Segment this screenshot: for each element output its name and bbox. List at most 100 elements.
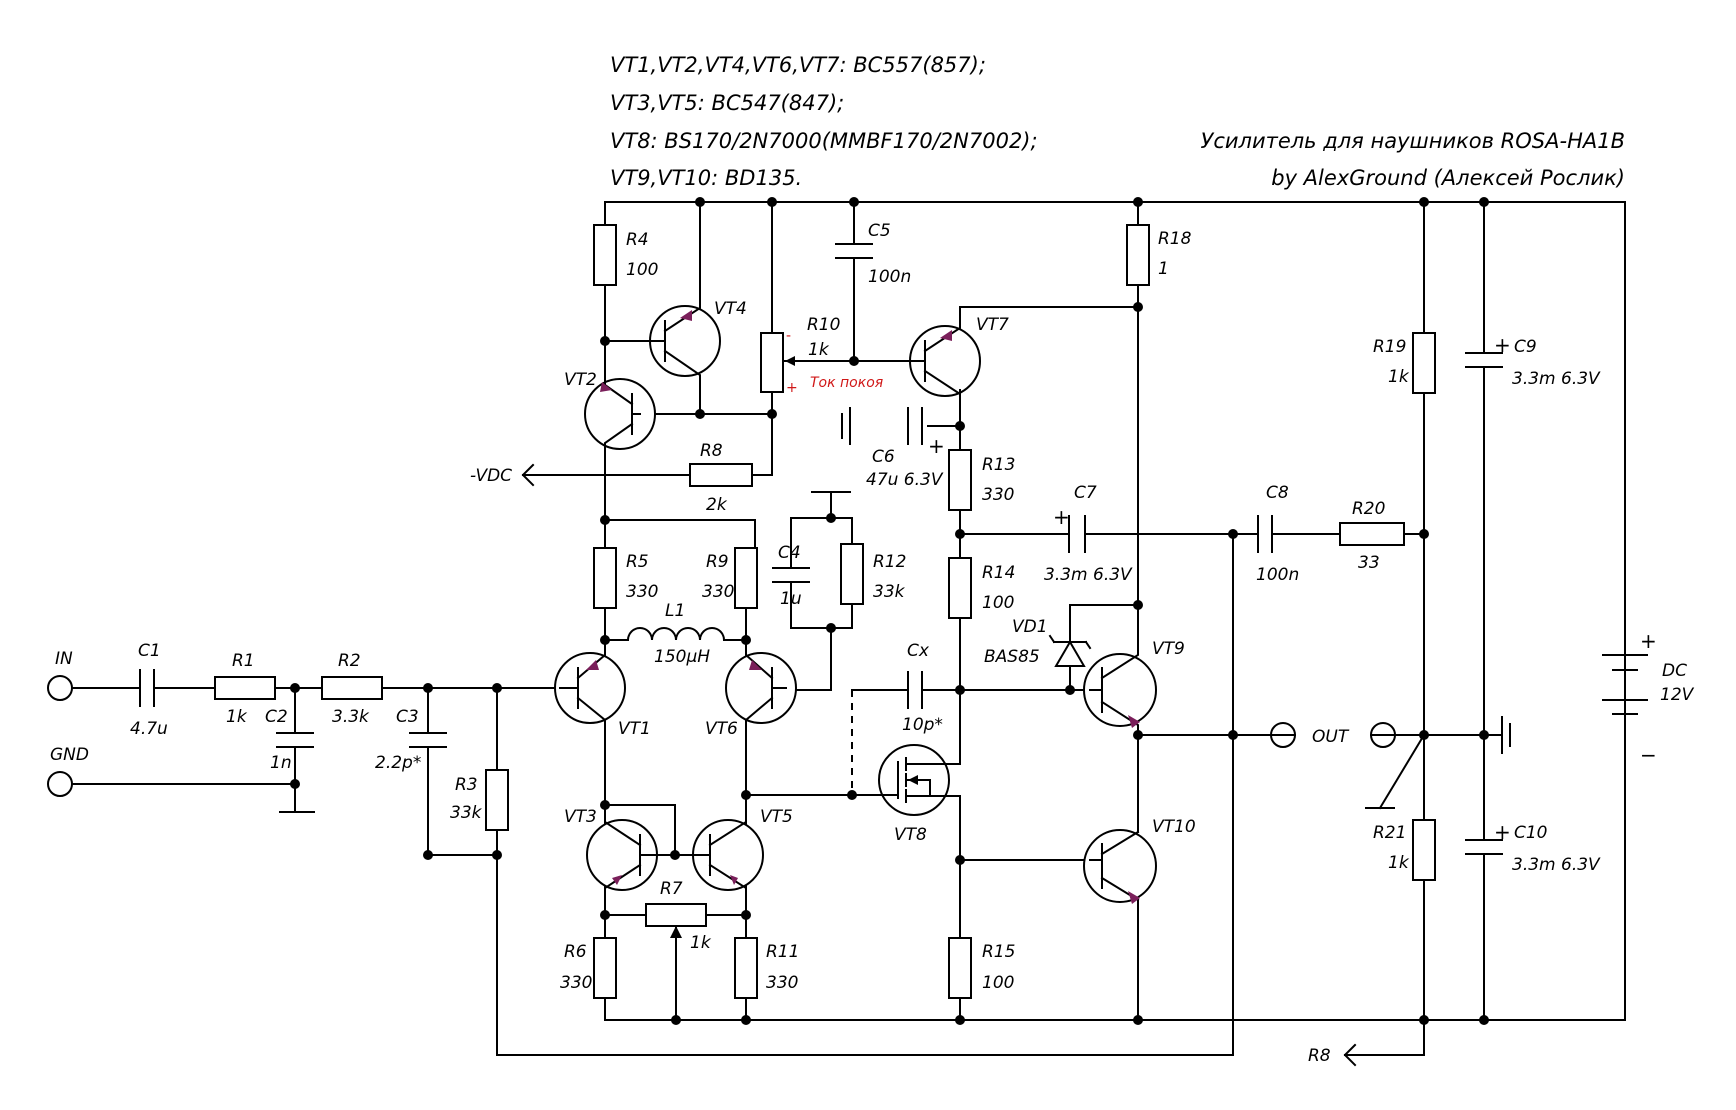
c9-value: 3.3m 6.3V xyxy=(1512,369,1601,389)
resistor-r3-body xyxy=(485,769,509,831)
c7-plus: + xyxy=(1053,505,1070,529)
r1-value: 1k xyxy=(226,707,248,727)
resistor-r21-body xyxy=(1412,819,1436,881)
component-labels: C1 4.7u R1 1k C2 1n R2 3.3k C3 2.2p* R3 … xyxy=(130,221,1601,993)
r3-name: R3 xyxy=(455,775,478,795)
schematic-author: by AlexGround (Алексей Рослик) xyxy=(1271,166,1625,190)
r3-value: 33k xyxy=(450,803,483,823)
resistor-r6-body xyxy=(593,937,617,999)
r8-name: R8 xyxy=(700,441,723,461)
transistor-vt3 xyxy=(586,804,676,916)
r4-name: R4 xyxy=(626,230,649,250)
r9-value: 330 xyxy=(702,582,734,602)
wires xyxy=(71,201,1626,1056)
transistor-vt1 xyxy=(554,639,626,736)
c6-name: C6 xyxy=(872,447,895,467)
r15-name: R15 xyxy=(982,942,1015,962)
port-out-label: OUT xyxy=(1312,727,1350,747)
c10-value: 3.3m 6.3V xyxy=(1512,855,1601,875)
vt10-name: VT10 xyxy=(1152,817,1196,837)
r5-value: 330 xyxy=(626,582,658,602)
cx-value: 10p* xyxy=(902,715,943,735)
resistor-r13-body xyxy=(948,449,972,511)
c8-value: 100n xyxy=(1256,565,1299,585)
cx-name: Cx xyxy=(907,641,930,661)
resistor-r4-body xyxy=(593,224,617,286)
c7-value: 3.3m 6.3V xyxy=(1044,565,1133,585)
transistor-vt4 xyxy=(631,301,721,381)
battery-dc-label: DC xyxy=(1662,661,1687,681)
junction-dots xyxy=(290,197,1489,1025)
r7-name: R7 xyxy=(660,879,683,899)
transistor-vt2 xyxy=(584,378,656,450)
transistor-vt9 xyxy=(1083,647,1157,731)
c8-name: C8 xyxy=(1266,483,1289,503)
battery-dc: + − xyxy=(1602,629,1657,767)
c6-ground-icon xyxy=(841,407,851,445)
c6-value: 47u 6.3V xyxy=(866,470,944,490)
r13-name: R13 xyxy=(982,455,1015,475)
port-in-terminal[interactable] xyxy=(47,675,73,701)
r21-name: R21 xyxy=(1373,823,1406,843)
inductor-l1 xyxy=(626,627,726,642)
c5-name: C5 xyxy=(868,221,891,241)
vd1-name: VD1 xyxy=(1012,617,1048,637)
vt4-name: VT4 xyxy=(714,299,747,319)
vt1-name: VT1 xyxy=(618,719,651,739)
r10-value: 1k xyxy=(808,340,830,360)
resistor-r12-body xyxy=(840,543,864,605)
r11-value: 330 xyxy=(766,973,798,993)
resistor-r9-body xyxy=(734,547,758,609)
c4-name: C4 xyxy=(778,543,801,563)
c1-value: 4.7u xyxy=(130,719,168,739)
r6-name: R6 xyxy=(564,942,587,962)
r14-name: R14 xyxy=(982,563,1015,583)
l1-value: 150μH xyxy=(654,647,710,667)
c9-plus: + xyxy=(1494,333,1511,357)
r18-value: 1 xyxy=(1158,259,1169,279)
r20-value: 33 xyxy=(1358,553,1380,573)
c7-name: C7 xyxy=(1074,483,1097,503)
resistor-r20-body xyxy=(1339,522,1405,546)
c2-value: 1n xyxy=(270,753,292,773)
c2-name: C2 xyxy=(265,707,288,727)
vt6-name: VT6 xyxy=(705,719,738,739)
port-gnd-terminal[interactable] xyxy=(47,771,73,797)
r10-note: Ток покоя xyxy=(810,375,883,391)
resistor-r19-body xyxy=(1412,332,1436,394)
r21-value: 1k xyxy=(1388,853,1410,873)
schematic-title: Усилитель для наушников ROSA-HA1B xyxy=(1201,129,1625,153)
resistor-r5-body xyxy=(593,547,617,609)
r6-value: 330 xyxy=(560,973,592,993)
l1-name: L1 xyxy=(665,601,685,621)
note-line-1: VT1,VT2,VT4,VT6,VT7: BC557(857); xyxy=(610,53,986,77)
r8-arrow-icon xyxy=(1343,1043,1357,1067)
r10-minus: - xyxy=(786,328,791,344)
out-ground-icon xyxy=(1501,716,1511,754)
resistor-r8-body xyxy=(689,463,753,487)
svg-text:−: − xyxy=(1640,743,1657,767)
port-vdc-label: -VDC xyxy=(470,466,512,486)
c3-name: C3 xyxy=(396,707,419,727)
vt3-name: VT3 xyxy=(564,807,597,827)
ground-symbols xyxy=(813,407,1511,810)
r10-name: R10 xyxy=(807,315,840,335)
vt5-name: VT5 xyxy=(760,807,793,827)
port-r8-label: R8 xyxy=(1308,1046,1331,1066)
r11-name: R11 xyxy=(766,942,799,962)
r5-name: R5 xyxy=(626,552,649,572)
transistor-vt10 xyxy=(1083,829,1157,904)
potentiometer-r7-body xyxy=(645,903,707,927)
vd1-value: BAS85 xyxy=(984,647,1040,667)
c4-value: 1u xyxy=(780,589,802,609)
vt7-name: VT7 xyxy=(976,315,1009,335)
svg-text:+: + xyxy=(1640,629,1657,653)
resistor-r18-body xyxy=(1126,224,1150,286)
transistor-vt7 xyxy=(907,306,981,397)
c3-value: 2.2p* xyxy=(375,753,421,773)
r20-name: R20 xyxy=(1352,499,1385,519)
r12-value: 33k xyxy=(873,582,906,602)
c1-name: C1 xyxy=(138,641,161,661)
